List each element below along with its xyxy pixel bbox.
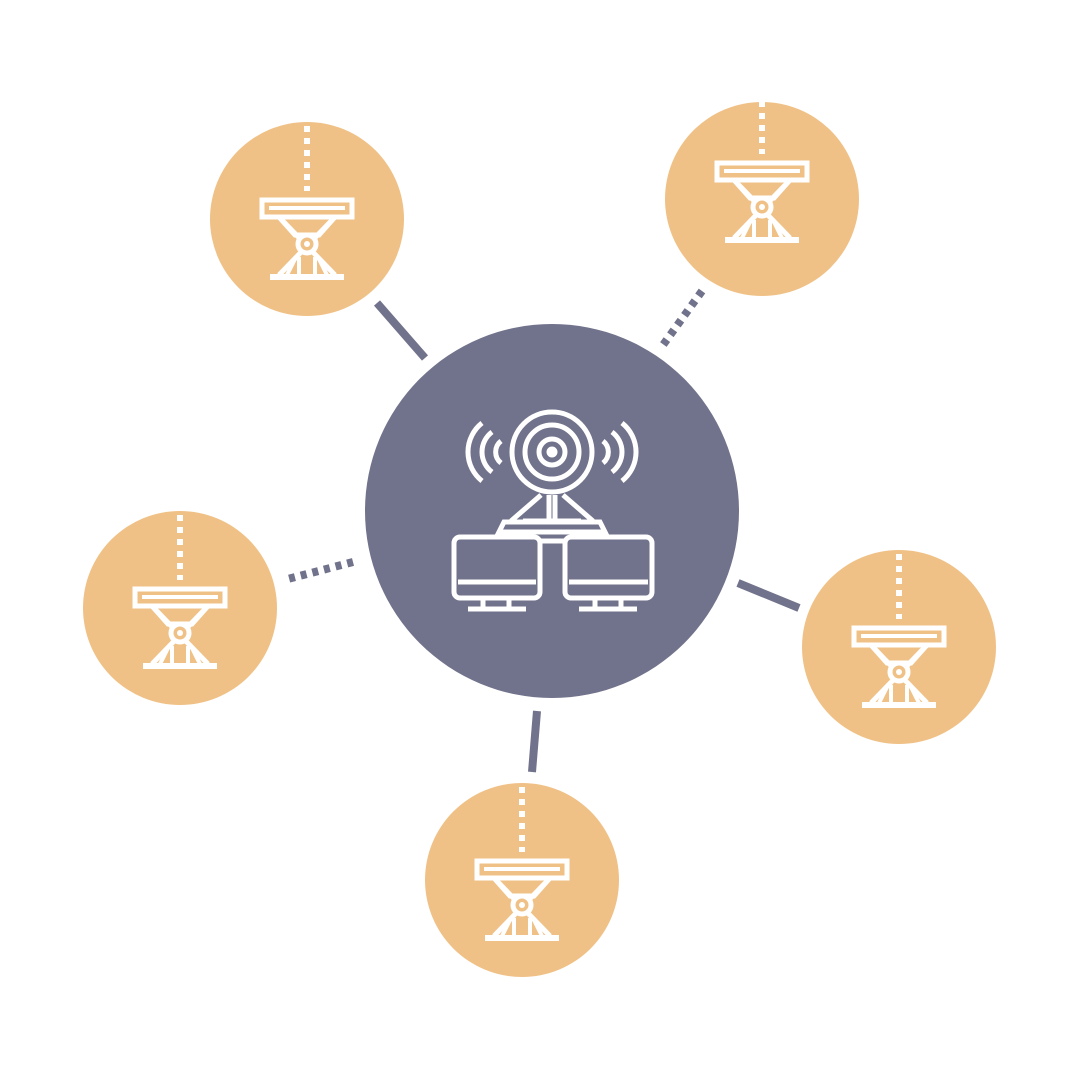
- link-right: [736, 579, 801, 612]
- hub-node: [365, 324, 739, 698]
- hub-circle: [365, 324, 739, 698]
- link-top-right: [659, 288, 706, 348]
- server-with-antenna-icon: [451, 409, 655, 612]
- link-left: [282, 558, 355, 584]
- link-top-left: [373, 300, 429, 361]
- node-top-right: [665, 89, 859, 296]
- node-right: [802, 550, 996, 744]
- link-bottom: [528, 710, 541, 773]
- node-left: [83, 511, 277, 705]
- node-top-left: [210, 122, 404, 316]
- node-bottom: [425, 783, 619, 977]
- connector-links: [282, 288, 801, 773]
